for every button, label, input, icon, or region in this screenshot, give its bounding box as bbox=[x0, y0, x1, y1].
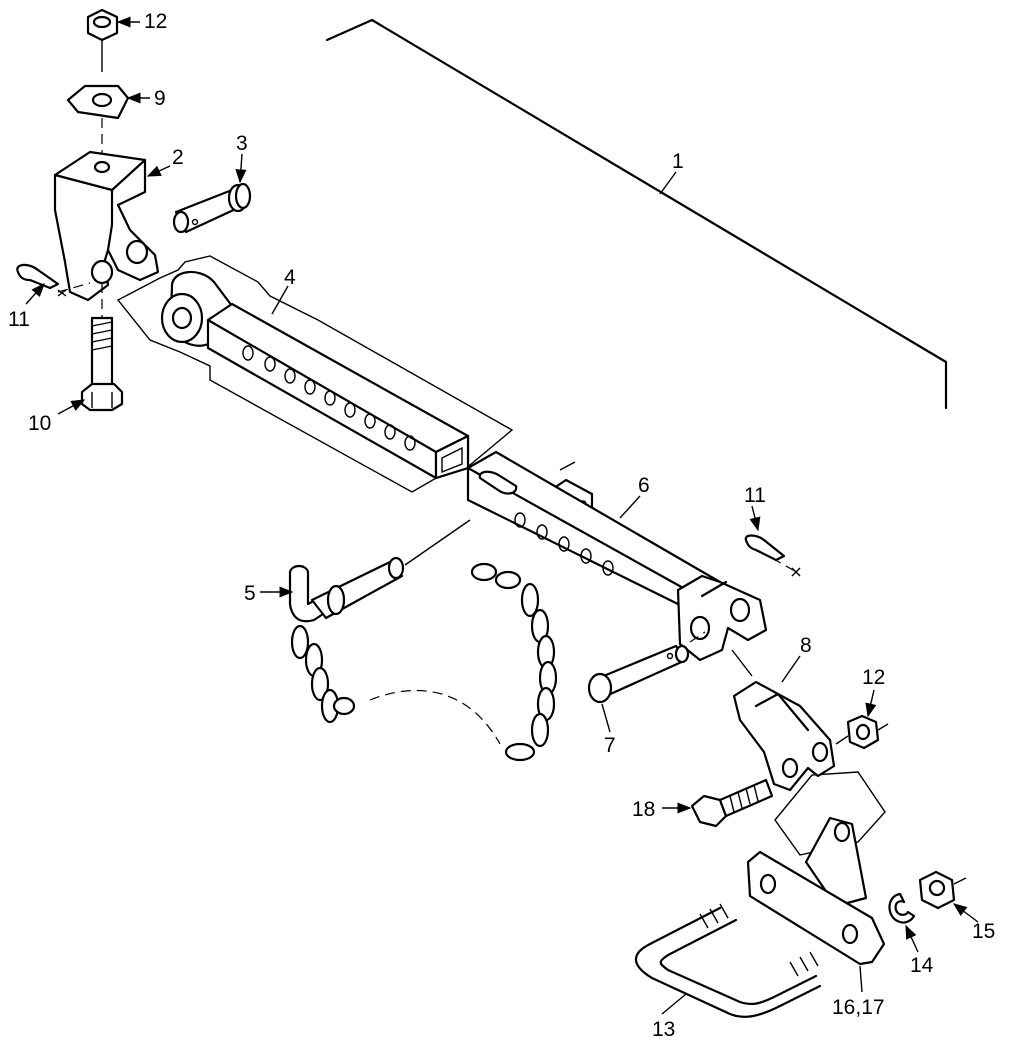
callout-1: 1 bbox=[672, 150, 684, 173]
nut-top bbox=[86, 8, 119, 72]
callout-12-top: 12 bbox=[144, 10, 167, 33]
leader-lines bbox=[25, 16, 979, 1015]
assembly-bracket bbox=[325, 18, 948, 410]
callout-16-17: 16,17 bbox=[832, 996, 885, 1019]
callout-8: 8 bbox=[800, 634, 812, 657]
clevis-pin bbox=[587, 631, 706, 704]
outline-plates bbox=[116, 255, 886, 856]
callout-12-right: 12 bbox=[862, 666, 885, 689]
inner-tube bbox=[160, 270, 470, 480]
chain bbox=[290, 562, 558, 762]
cotter-pin-right bbox=[744, 534, 801, 577]
cotter-pin-left bbox=[16, 263, 91, 297]
bolt-18 bbox=[690, 778, 774, 828]
callout-labels: 1 2 3 4 5 6 7 8 9 10 11 11 12 12 13 14 1… bbox=[8, 10, 995, 1041]
callout-9: 9 bbox=[154, 87, 166, 110]
callout-15: 15 bbox=[972, 920, 995, 943]
lock-washer bbox=[888, 892, 916, 924]
callout-3: 3 bbox=[236, 132, 248, 155]
callout-14: 14 bbox=[910, 954, 934, 977]
callout-7: 7 bbox=[604, 734, 616, 757]
u-bolt bbox=[634, 903, 822, 1018]
callout-6: 6 bbox=[638, 474, 650, 497]
callout-5: 5 bbox=[244, 582, 256, 605]
mounting-plate bbox=[746, 816, 886, 966]
clevis-bracket bbox=[53, 150, 160, 302]
outer-tube bbox=[466, 450, 768, 677]
l-pin bbox=[288, 519, 471, 623]
callout-11-left: 11 bbox=[8, 308, 30, 331]
callout-13: 13 bbox=[652, 1018, 675, 1041]
callout-4: 4 bbox=[284, 266, 296, 289]
callout-11-right: 11 bbox=[744, 484, 766, 507]
pin-3 bbox=[172, 182, 252, 234]
callout-18: 18 bbox=[632, 798, 655, 821]
callout-2: 2 bbox=[172, 146, 184, 169]
callout-10: 10 bbox=[28, 412, 51, 435]
washer-plate bbox=[66, 84, 130, 175]
nut-right bbox=[835, 714, 889, 750]
bracket-8 bbox=[732, 680, 836, 792]
nut-15 bbox=[918, 870, 967, 910]
bolt-10 bbox=[80, 283, 124, 412]
